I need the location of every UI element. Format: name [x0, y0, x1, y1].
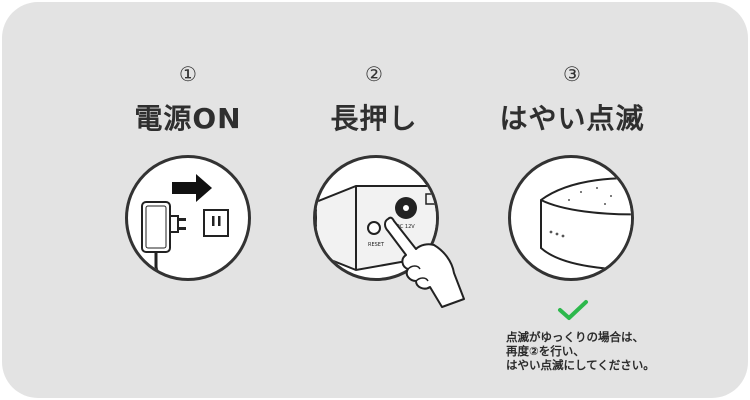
- hand-pointer-icon: [384, 216, 465, 308]
- step-3-number: ③: [563, 62, 581, 86]
- step-3-title: はやい点滅: [499, 102, 645, 135]
- step-1: ① 電源ON: [88, 62, 288, 136]
- check-icon: [558, 300, 588, 320]
- step-2-number: ②: [365, 62, 383, 86]
- device-top-icon: [540, 177, 631, 271]
- step-2: ② 長押し: [274, 62, 474, 136]
- plug-icon: [141, 174, 229, 278]
- slow-blink-note: 点滅がゆっくりの場合は、 再度②を行い、 はやい点滅にしてください。: [506, 330, 746, 372]
- dc-label: DC 12V: [396, 224, 415, 230]
- step-1-number: ①: [179, 62, 197, 86]
- step-3: ③ はやい点滅: [472, 62, 672, 136]
- note-line-1: 点滅がゆっくりの場合は、: [506, 330, 644, 344]
- blinking-device-illustration: [508, 155, 634, 281]
- reset-label: RESET: [368, 242, 385, 248]
- power-plug-illustration: [125, 155, 251, 281]
- note-line-2: 再度②を行い、: [506, 344, 585, 358]
- note-line-3: はやい点滅にしてください。: [506, 358, 655, 372]
- step-1-title: 電源ON: [134, 102, 242, 135]
- step-2-title: 長押し: [330, 102, 418, 135]
